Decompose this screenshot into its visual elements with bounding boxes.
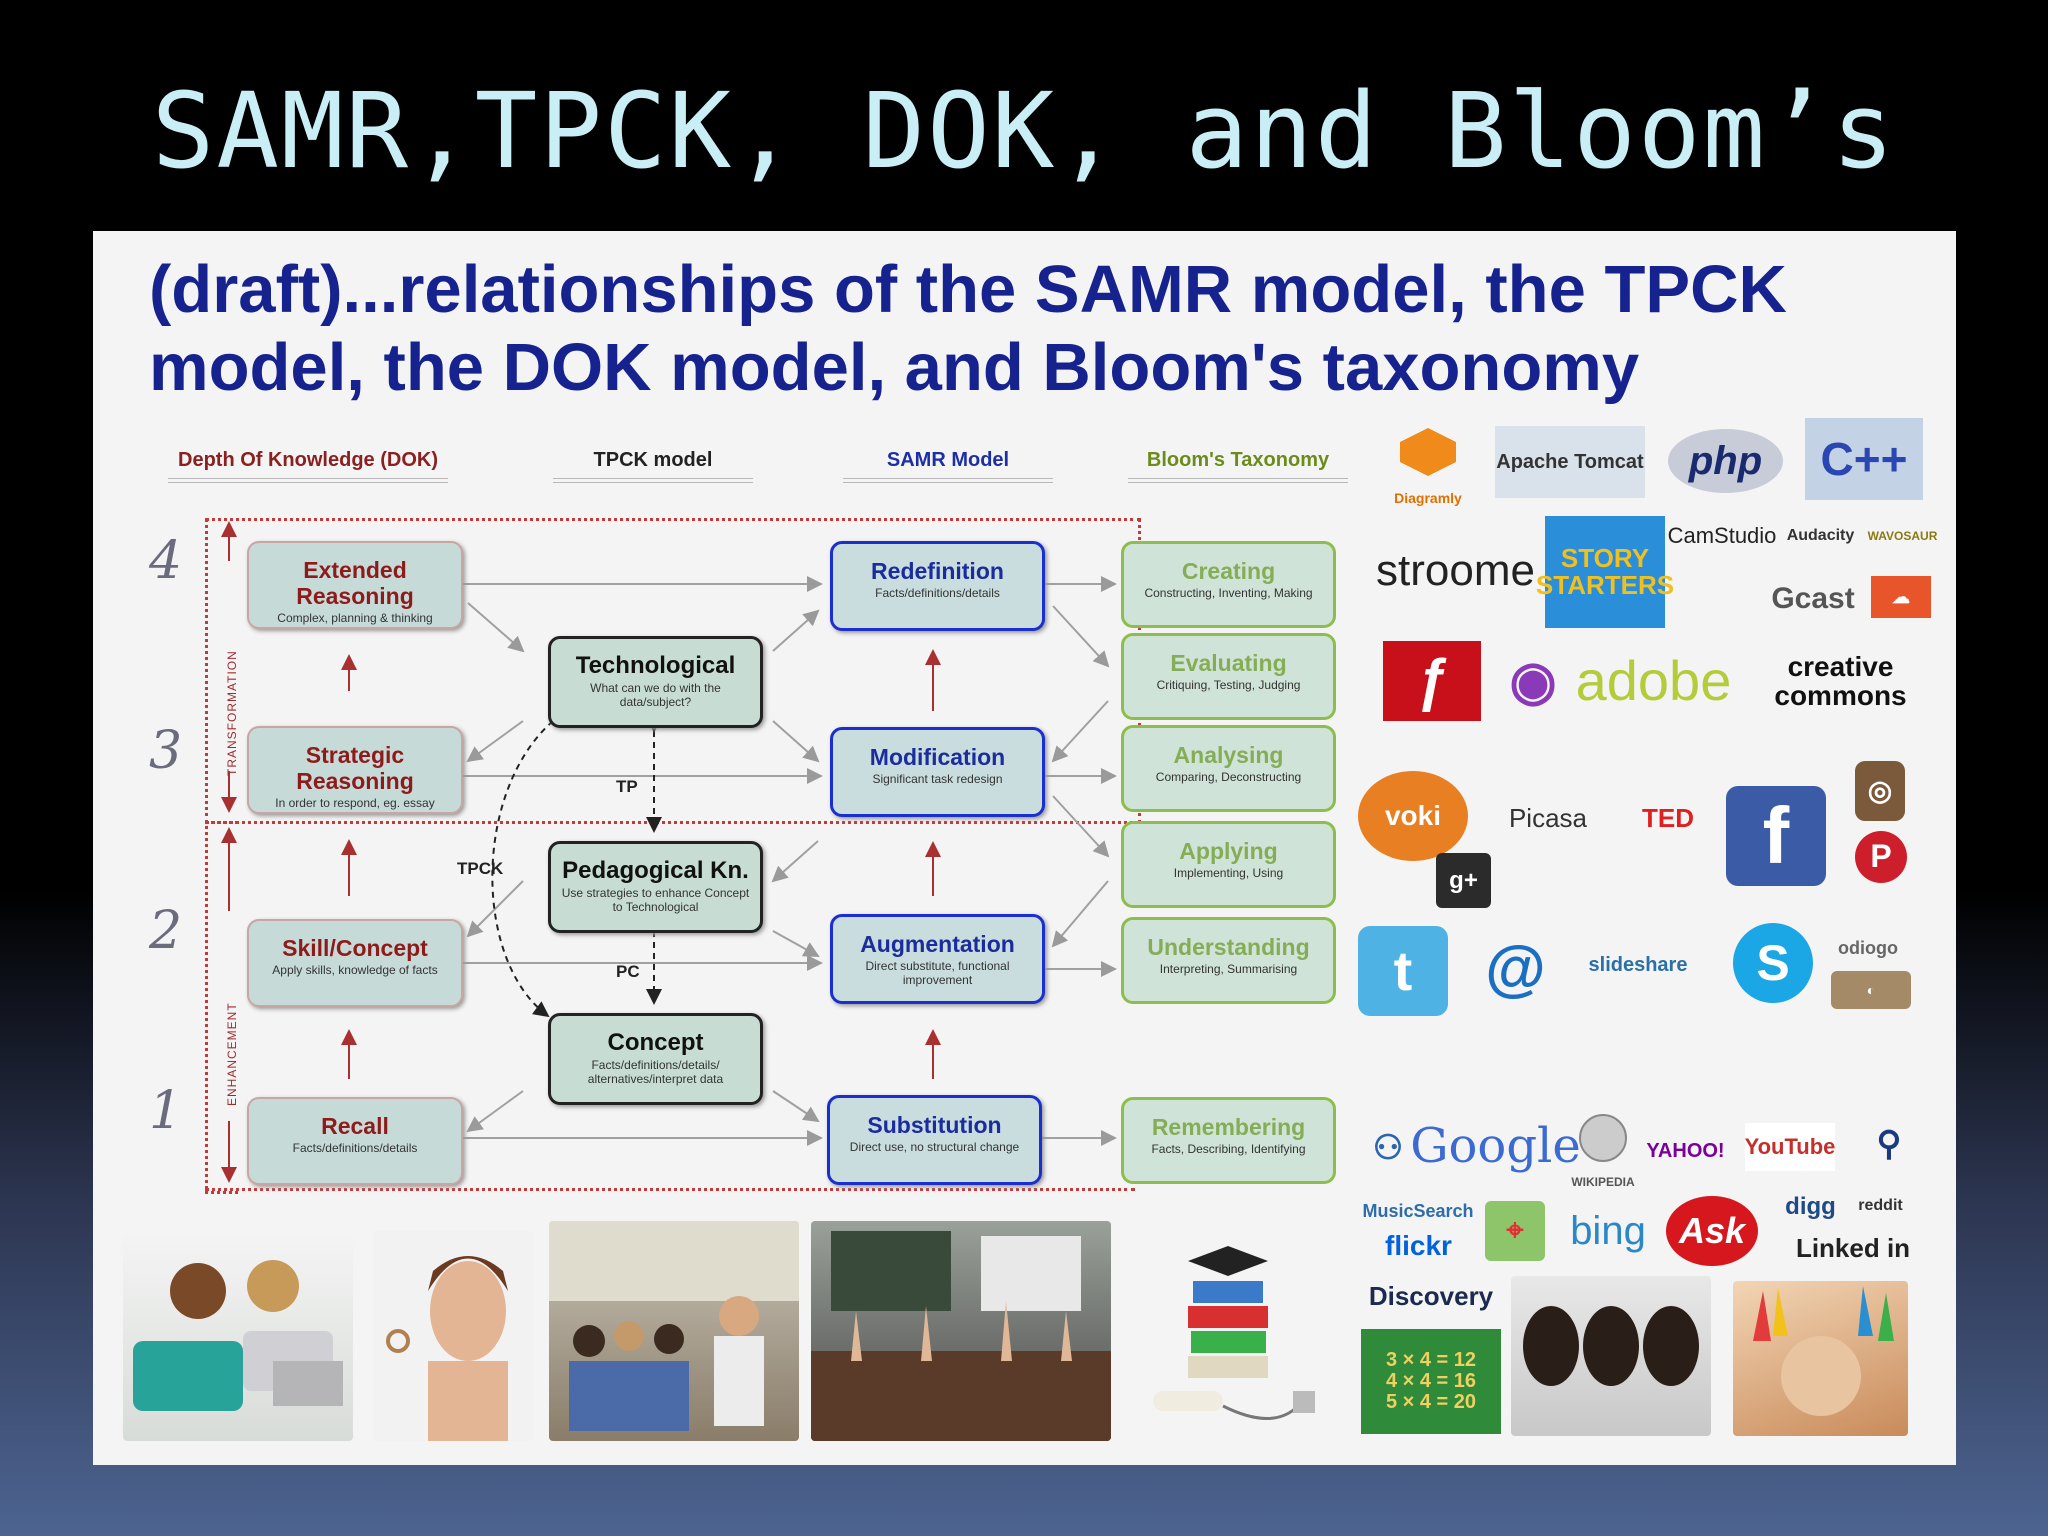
reddit-logo: reddit <box>1858 1197 1903 1215</box>
camstudio-logo: CamStudio <box>1667 523 1777 549</box>
maps-icon: ⌖ <box>1485 1201 1545 1261</box>
people-network-icon: ⚇ <box>1372 1129 1404 1168</box>
tomcat-logo: Apache Tomcat <box>1495 426 1645 498</box>
picasa-logo: Picasa <box>1508 802 1588 833</box>
heading-line-1: (draft)...relationships of the SAMR mode… <box>149 252 1787 327</box>
digg-logo: digg <box>1785 1192 1836 1220</box>
painted-hands-photo <box>1733 1281 1908 1436</box>
php-logo: php <box>1668 429 1783 493</box>
woman-thinking-photo <box>373 1231 533 1441</box>
musicsearch-logo: MusicSearch <box>1362 1200 1474 1221</box>
tp-label: TP <box>616 777 638 796</box>
youtube-logo: YouTube <box>1745 1123 1835 1171</box>
voki-logo: voki <box>1358 771 1468 861</box>
stroome-logo: stroome <box>1376 545 1535 595</box>
skype-icon: S <box>1733 923 1813 1003</box>
discovery-logo: Discovery <box>1368 1280 1494 1311</box>
classroom-circle-photo <box>549 1221 799 1441</box>
bing-logo: bing <box>1570 1209 1646 1253</box>
level-number: 1 <box>149 1081 183 1141</box>
audacity-logo: Audacity <box>1786 526 1855 544</box>
google-plus-logo: g+ <box>1436 853 1491 908</box>
pinterest-icon: P <box>1855 831 1907 883</box>
level-number: 3 <box>149 721 183 781</box>
three-monkeys-photo <box>1511 1276 1711 1436</box>
enhancement-zone <box>205 821 238 1194</box>
wikipedia-logo: WIKIPEDIA <box>1563 1109 1643 1189</box>
math-chalkboard: 3 × 4 = 12 4 × 4 = 16 5 × 4 = 20 <box>1361 1329 1501 1434</box>
raised-hands-classroom-photo <box>811 1221 1111 1441</box>
connector-layer <box>221 521 1117 1183</box>
children-laptop-illustration <box>133 1260 343 1411</box>
meeting-icon: ⚲ <box>1876 1125 1902 1164</box>
story-starters-logo: STORY STARTERS <box>1536 516 1674 628</box>
podcast-icon: ◉ <box>1509 650 1557 711</box>
email-icon: @ <box>1485 933 1546 1003</box>
slide-title: SAMR,TPCK, DOK, and Bloom’s <box>151 70 1897 192</box>
gcast-logo: Gcast <box>1771 581 1855 615</box>
painted-hands-illustration <box>1753 1286 1894 1416</box>
cpp-logo: C++ <box>1805 418 1923 500</box>
twitter-logo: t <box>1358 926 1448 1016</box>
facebook-logo: f <box>1726 786 1826 886</box>
ipadio-icon: ◐ <box>1831 971 1911 1009</box>
enhancement-zone-bottom <box>205 1188 1135 1191</box>
slideshare-logo: slideshare <box>1588 954 1688 976</box>
children-laptop-photo <box>123 1231 353 1441</box>
creative-commons-logo: creative commons <box>1774 650 1907 711</box>
tpck-column-heading: TPCK model <box>553 449 753 483</box>
ted-logo: TED <box>1642 802 1694 833</box>
ask-logo: Ask <box>1666 1196 1758 1266</box>
level-number: 2 <box>149 901 183 961</box>
samr-column-heading: SAMR Model <box>843 449 1053 483</box>
flash-icon: ƒ <box>1383 641 1481 721</box>
odiogo-logo: odiogo <box>1838 938 1898 959</box>
bloom-column-heading: Bloom's Taxonomy <box>1128 449 1348 483</box>
instagram-icon: ◎ <box>1855 761 1905 821</box>
dok-column-heading: Depth Of Knowledge (DOK) <box>168 449 448 483</box>
three-monkeys-illustration <box>1523 1306 1699 1386</box>
woman-thinking-illustration <box>386 1256 508 1441</box>
google-logo: Google <box>1410 1117 1581 1174</box>
level-number: 4 <box>149 531 183 591</box>
diagramly-logo: Diagramly <box>1383 426 1473 506</box>
yahoo-logo: YAHOO! <box>1646 1139 1725 1162</box>
wikipedia-globe-icon <box>1579 1114 1627 1162</box>
diagram-panel: (draft)...relationships of the SAMR mode… <box>93 231 1956 1465</box>
tpck-label: TPCK <box>457 859 504 878</box>
adobe-logo: adobe <box>1575 648 1732 712</box>
books-graduation-illustration <box>1153 1246 1315 1420</box>
linkedin-logo: Linked in <box>1795 1233 1911 1264</box>
soundcloud-icon: ☁ <box>1871 576 1931 618</box>
flickr-logo: flickr <box>1385 1230 1452 1262</box>
books-graduation-photo <box>1133 1231 1333 1441</box>
tpck-pedagogical: Pedagogical Kn.Use strategies to enhance… <box>548 841 763 933</box>
pc-label: PC <box>616 962 640 981</box>
heading-line-2: model, the DOK model, and Bloom's taxono… <box>149 330 1640 405</box>
classroom-circle-illustration <box>549 1221 799 1431</box>
wavosaur-logo: WAVOSAUR <box>1867 528 1938 543</box>
diagramly-icon <box>1400 428 1456 476</box>
diagram-heading: (draft)...relationships of the SAMR mode… <box>149 251 1949 407</box>
raised-hands-classroom-illustration <box>811 1231 1111 1441</box>
